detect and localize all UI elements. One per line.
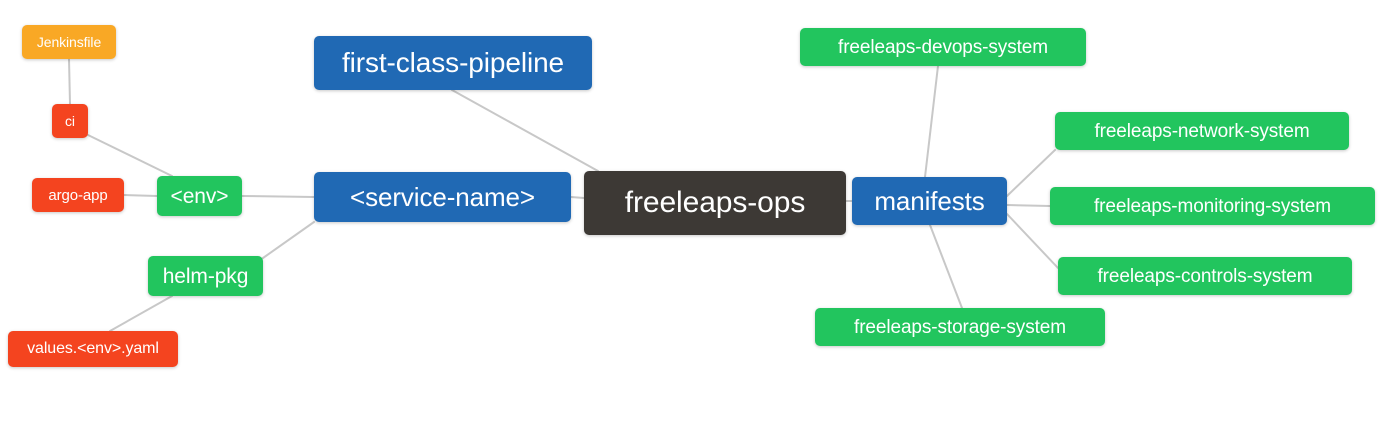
edge-service-name-to-freeleaps-ops — [570, 196, 585, 199]
node-argo-app[interactable]: argo-app — [32, 178, 124, 212]
edge-manifests-to-freeleaps-monitoring-system — [1006, 204, 1051, 207]
node-jenkinsfile[interactable]: Jenkinsfile — [22, 25, 116, 59]
node-label-freeleaps-network-system: freeleaps-network-system — [1094, 120, 1310, 142]
edge-manifests-to-freeleaps-storage-system — [929, 224, 963, 309]
node-label-freeleaps-controls-system: freeleaps-controls-system — [1097, 265, 1313, 287]
node-helm-pkg[interactable]: helm-pkg — [148, 256, 263, 296]
node-label-freeleaps-storage-system: freeleaps-storage-system — [854, 316, 1066, 338]
node-env[interactable]: <env> — [157, 176, 242, 216]
edge-helm-pkg-to-values-yaml — [109, 295, 173, 332]
node-label-freeleaps-devops-system: freeleaps-devops-system — [838, 36, 1048, 58]
node-freeleaps-monitoring-system[interactable]: freeleaps-monitoring-system — [1050, 187, 1375, 225]
node-label-manifests: manifests — [874, 186, 985, 216]
node-label-helm-pkg: helm-pkg — [162, 264, 249, 288]
node-label-service-name: <service-name> — [349, 182, 536, 212]
edge-service-name-to-helm-pkg — [262, 221, 315, 259]
edge-argo-app-to-env — [123, 194, 158, 197]
edge-jenkinsfile-to-ci — [68, 58, 71, 105]
node-manifests[interactable]: manifests — [852, 177, 1007, 225]
node-label-jenkinsfile: Jenkinsfile — [36, 34, 102, 50]
node-label-argo-app: argo-app — [48, 186, 108, 204]
node-service-name[interactable]: <service-name> — [314, 172, 571, 222]
edge-env-to-service-name — [241, 195, 315, 198]
node-label-ci: ci — [65, 113, 75, 129]
edge-manifests-to-freeleaps-devops-system — [924, 65, 939, 178]
node-freeleaps-devops-system[interactable]: freeleaps-devops-system — [800, 28, 1086, 66]
edge-manifests-to-freeleaps-network-system — [1006, 149, 1056, 197]
edge-ci-to-env — [87, 134, 173, 177]
node-freeleaps-storage-system[interactable]: freeleaps-storage-system — [815, 308, 1105, 346]
node-first-class-pipeline[interactable]: first-class-pipeline — [314, 36, 592, 90]
node-label-freeleaps-monitoring-system: freeleaps-monitoring-system — [1094, 195, 1331, 217]
node-label-values-yaml: values.<env>.yaml — [27, 340, 159, 357]
node-freeleaps-controls-system[interactable]: freeleaps-controls-system — [1058, 257, 1352, 295]
node-freeleaps-ops[interactable]: freeleaps-ops — [584, 171, 846, 235]
node-label-env: <env> — [170, 184, 229, 208]
node-label-freeleaps-ops: freeleaps-ops — [624, 186, 806, 219]
node-freeleaps-network-system[interactable]: freeleaps-network-system — [1055, 112, 1349, 150]
node-label-first-class-pipeline: first-class-pipeline — [341, 47, 565, 78]
edge-first-class-pipeline-to-freeleaps-ops — [451, 89, 599, 172]
node-values-yaml[interactable]: values.<env>.yaml — [8, 331, 178, 367]
node-ci[interactable]: ci — [52, 104, 88, 138]
